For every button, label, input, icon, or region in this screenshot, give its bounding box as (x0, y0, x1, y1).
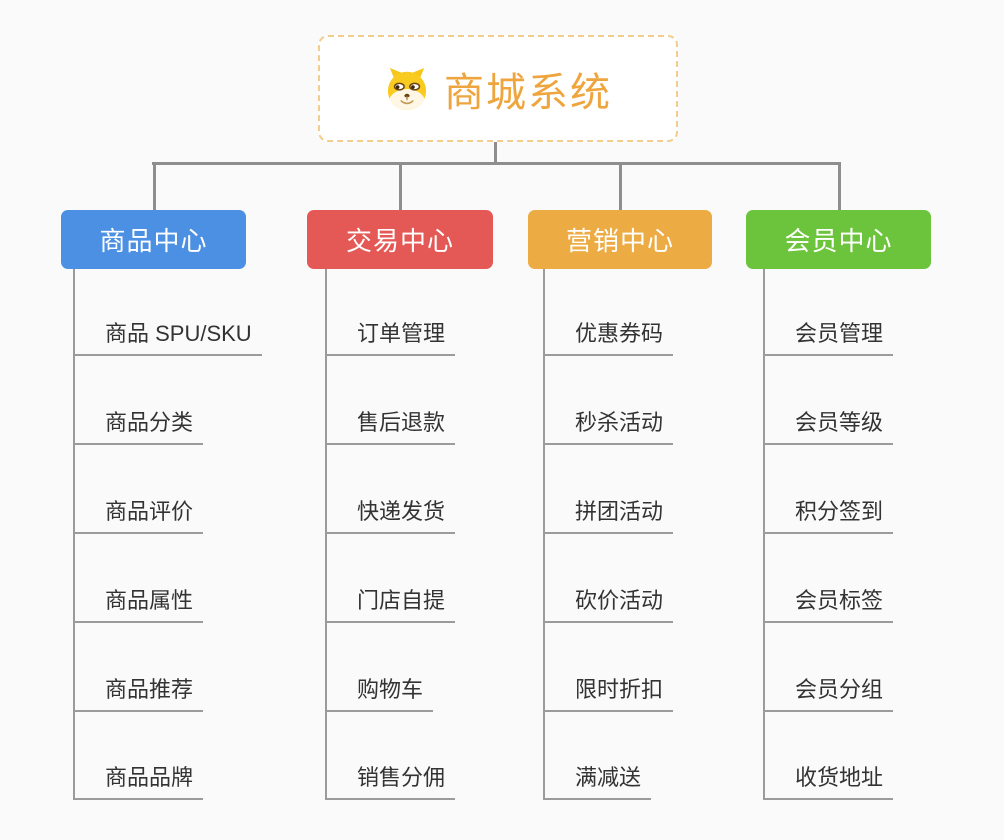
leaf-item[interactable]: 订单管理 (325, 316, 456, 356)
connector-branch-stub (838, 162, 841, 210)
root-title: 商城系统 (444, 70, 612, 115)
leaf-item[interactable]: 限时折扣 (543, 672, 674, 712)
branch-spine-member-center (763, 269, 765, 800)
connector-root-stub (494, 142, 497, 163)
leaf-item[interactable]: 会员等级 (763, 405, 894, 445)
leaf-item[interactable]: 会员标签 (763, 583, 894, 623)
leaf-item[interactable]: 销售分佣 (325, 760, 456, 800)
branch-spine-product-center (73, 269, 75, 800)
connector-branch-stub (619, 162, 622, 210)
leaf-item[interactable]: 优惠券码 (543, 316, 674, 356)
branch-header-member-center[interactable]: 会员中心 (746, 210, 931, 269)
branch-header-product-center[interactable]: 商品中心 (61, 210, 246, 269)
connector-branch-stub (399, 162, 402, 210)
shiba-dog-icon (384, 67, 430, 111)
leaf-item[interactable]: 购物车 (325, 672, 434, 712)
leaf-item[interactable]: 售后退款 (325, 405, 456, 445)
branch-header-marketing-center[interactable]: 营销中心 (528, 210, 712, 269)
connector-horizontal-rail (152, 162, 840, 165)
leaf-item[interactable]: 商品 SPU/SKU (73, 316, 262, 356)
leaf-item[interactable]: 商品评价 (73, 494, 204, 534)
leaf-item[interactable]: 商品属性 (73, 583, 204, 623)
leaf-item[interactable]: 会员分组 (763, 672, 894, 712)
leaf-item[interactable]: 商品推荐 (73, 672, 204, 712)
leaf-item[interactable]: 会员管理 (763, 316, 894, 356)
connector-branch-stub (153, 162, 156, 210)
leaf-item[interactable]: 满减送 (543, 760, 652, 800)
leaf-item[interactable]: 拼团活动 (543, 494, 674, 534)
leaf-item[interactable]: 门店自提 (325, 583, 456, 623)
leaf-item[interactable]: 快递发货 (325, 494, 456, 534)
leaf-item[interactable]: 商品品牌 (73, 760, 204, 800)
leaf-item[interactable]: 砍价活动 (543, 583, 674, 623)
leaf-item[interactable]: 秒杀活动 (543, 405, 674, 445)
leaf-item[interactable]: 商品分类 (73, 405, 204, 445)
branch-spine-marketing-center (543, 269, 545, 800)
branch-header-trade-center[interactable]: 交易中心 (307, 210, 493, 269)
leaf-item[interactable]: 收货地址 (763, 760, 894, 800)
leaf-item[interactable]: 积分签到 (763, 494, 894, 534)
root-node[interactable]: 商城系统 (318, 35, 678, 142)
branch-spine-trade-center (325, 269, 327, 800)
